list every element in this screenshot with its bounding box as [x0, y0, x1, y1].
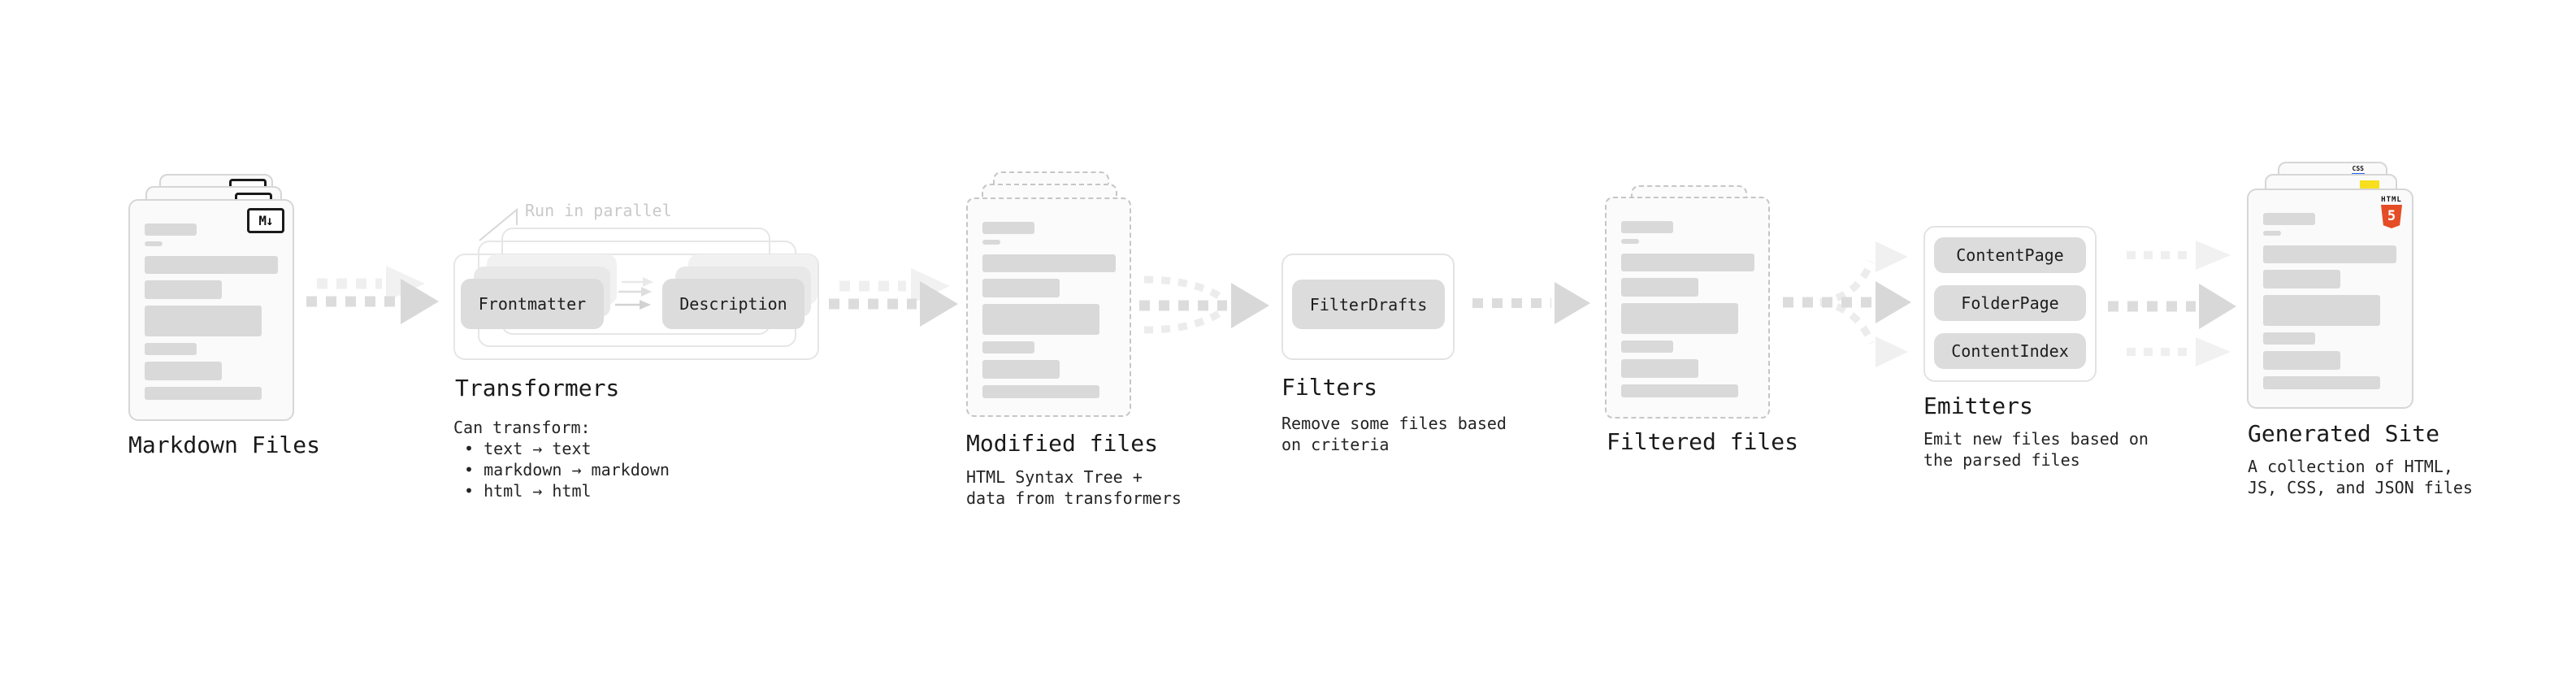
filters-desc-line: on criteria [1281, 435, 1390, 454]
filtered-file-front [1605, 197, 1770, 419]
description-box: Description [662, 279, 804, 329]
text-placeholder-bar [982, 341, 1034, 354]
text-placeholder-bar [1621, 221, 1673, 233]
emitters-desc-line: the parsed files [1923, 450, 2080, 470]
description-box-label: Description [679, 294, 787, 314]
text-placeholder-bar [145, 256, 278, 274]
markdown-files-label: Markdown Files [128, 432, 321, 458]
transform-type-item: html → html [453, 480, 670, 501]
folderpage-box-label: FolderPage [1961, 293, 2059, 313]
modified-desc-line: HTML Syntax Tree + [966, 467, 1143, 487]
run-in-parallel-note: Run in parallel [525, 201, 672, 220]
transformers-label: Transformers [455, 375, 620, 401]
transformers-container-front [453, 254, 819, 360]
text-placeholder-bar [982, 360, 1060, 379]
filtered-files-label: Filtered files [1607, 428, 1799, 455]
markdown-file-front: M↓ [128, 199, 294, 421]
text-placeholder-bar [1621, 303, 1738, 334]
text-placeholder-bar [1621, 254, 1754, 271]
text-placeholder-bar [145, 343, 197, 355]
contentpage-box: ContentPage [1934, 237, 2086, 273]
text-placeholder-bar [2263, 376, 2380, 389]
html5-icon-title: HTML [2381, 196, 2402, 204]
transform-type-item: markdown → markdown [453, 459, 670, 480]
modified-files-description: HTML Syntax Tree + data from transformer… [966, 466, 1182, 509]
can-transform-title: Can transform: [453, 418, 591, 437]
text-placeholder-bar [982, 279, 1060, 297]
text-placeholder-bar [1621, 340, 1673, 353]
filterdrafts-box-label: FilterDrafts [1309, 294, 1428, 314]
generated-site-description: A collection of HTML, JS, CSS, and JSON … [2248, 456, 2473, 498]
emitters-desc-line: Emit new files based on [1923, 429, 2149, 449]
text-placeholder-bar [982, 304, 1099, 335]
text-placeholder-bar [982, 385, 1099, 398]
text-placeholder-bar [145, 387, 262, 400]
emitters-description: Emit new files based on the parsed files [1923, 428, 2149, 471]
contentpage-box-label: ContentPage [1956, 245, 2064, 265]
filters-label: Filters [1281, 374, 1378, 401]
html5-icon-shield: 5 [2381, 205, 2402, 228]
transform-type-list: text → text markdown → markdown html → h… [453, 438, 670, 501]
filterdrafts-box: FilterDrafts [1292, 280, 1445, 329]
text-placeholder-bar [982, 240, 1000, 245]
filters-desc-line: Remove some files based [1281, 414, 1507, 433]
generated-site-label: Generated Site [2248, 420, 2440, 447]
modified-file-front [966, 197, 1131, 417]
arrow-markdown-to-transformers [306, 266, 439, 324]
text-placeholder-bar [2263, 270, 2340, 288]
text-placeholder-bar [145, 280, 222, 299]
html5-icon: HTML 5 [2380, 196, 2403, 228]
markdown-icon: M↓ [247, 208, 284, 233]
arrow-filters-to-filtered [1472, 282, 1590, 324]
generated-file-html: HTML 5 [2247, 189, 2413, 409]
text-placeholder-bar [2263, 295, 2380, 326]
text-placeholder-bar [2263, 213, 2315, 225]
text-placeholder-bar [145, 306, 262, 336]
text-placeholder-bar [1621, 359, 1698, 378]
text-placeholder-bar [1621, 278, 1698, 297]
emitters-label: Emitters [1923, 393, 2033, 419]
text-placeholder-bar [1621, 239, 1639, 244]
arrow-emitters-to-generated [2108, 241, 2236, 367]
text-placeholder-bar [2263, 351, 2340, 370]
arrow-modified-to-filters [1139, 275, 1269, 334]
generated-desc-line: JS, CSS, and JSON files [2248, 478, 2473, 497]
transformers-description: Can transform: text → text markdown → ma… [453, 417, 670, 501]
text-placeholder-bar [982, 222, 1034, 234]
filters-description: Remove some files based on criteria [1281, 413, 1507, 455]
modified-files-label: Modified files [966, 430, 1159, 457]
arrow-transformers-to-modified [829, 268, 958, 327]
transform-type-item: text → text [453, 438, 670, 459]
text-placeholder-bar [145, 241, 163, 246]
contentindex-box-label: ContentIndex [1951, 341, 2069, 361]
text-placeholder-bar [1621, 384, 1738, 397]
text-placeholder-bar [145, 223, 197, 236]
contentindex-box: ContentIndex [1934, 333, 2086, 369]
text-placeholder-bar [145, 362, 222, 380]
modified-desc-line: data from transformers [966, 488, 1182, 508]
javascript-icon [2360, 180, 2379, 190]
arrow-filtered-to-emitters [1783, 241, 1911, 367]
text-placeholder-bar [2263, 245, 2396, 263]
folderpage-box: FolderPage [1934, 285, 2086, 321]
frontmatter-box: Frontmatter [461, 279, 604, 329]
text-placeholder-bar [2263, 231, 2281, 236]
frontmatter-box-label: Frontmatter [478, 294, 587, 314]
text-placeholder-bar [2263, 332, 2315, 345]
generated-desc-line: A collection of HTML, [2248, 457, 2453, 476]
text-placeholder-bar [982, 254, 1116, 272]
